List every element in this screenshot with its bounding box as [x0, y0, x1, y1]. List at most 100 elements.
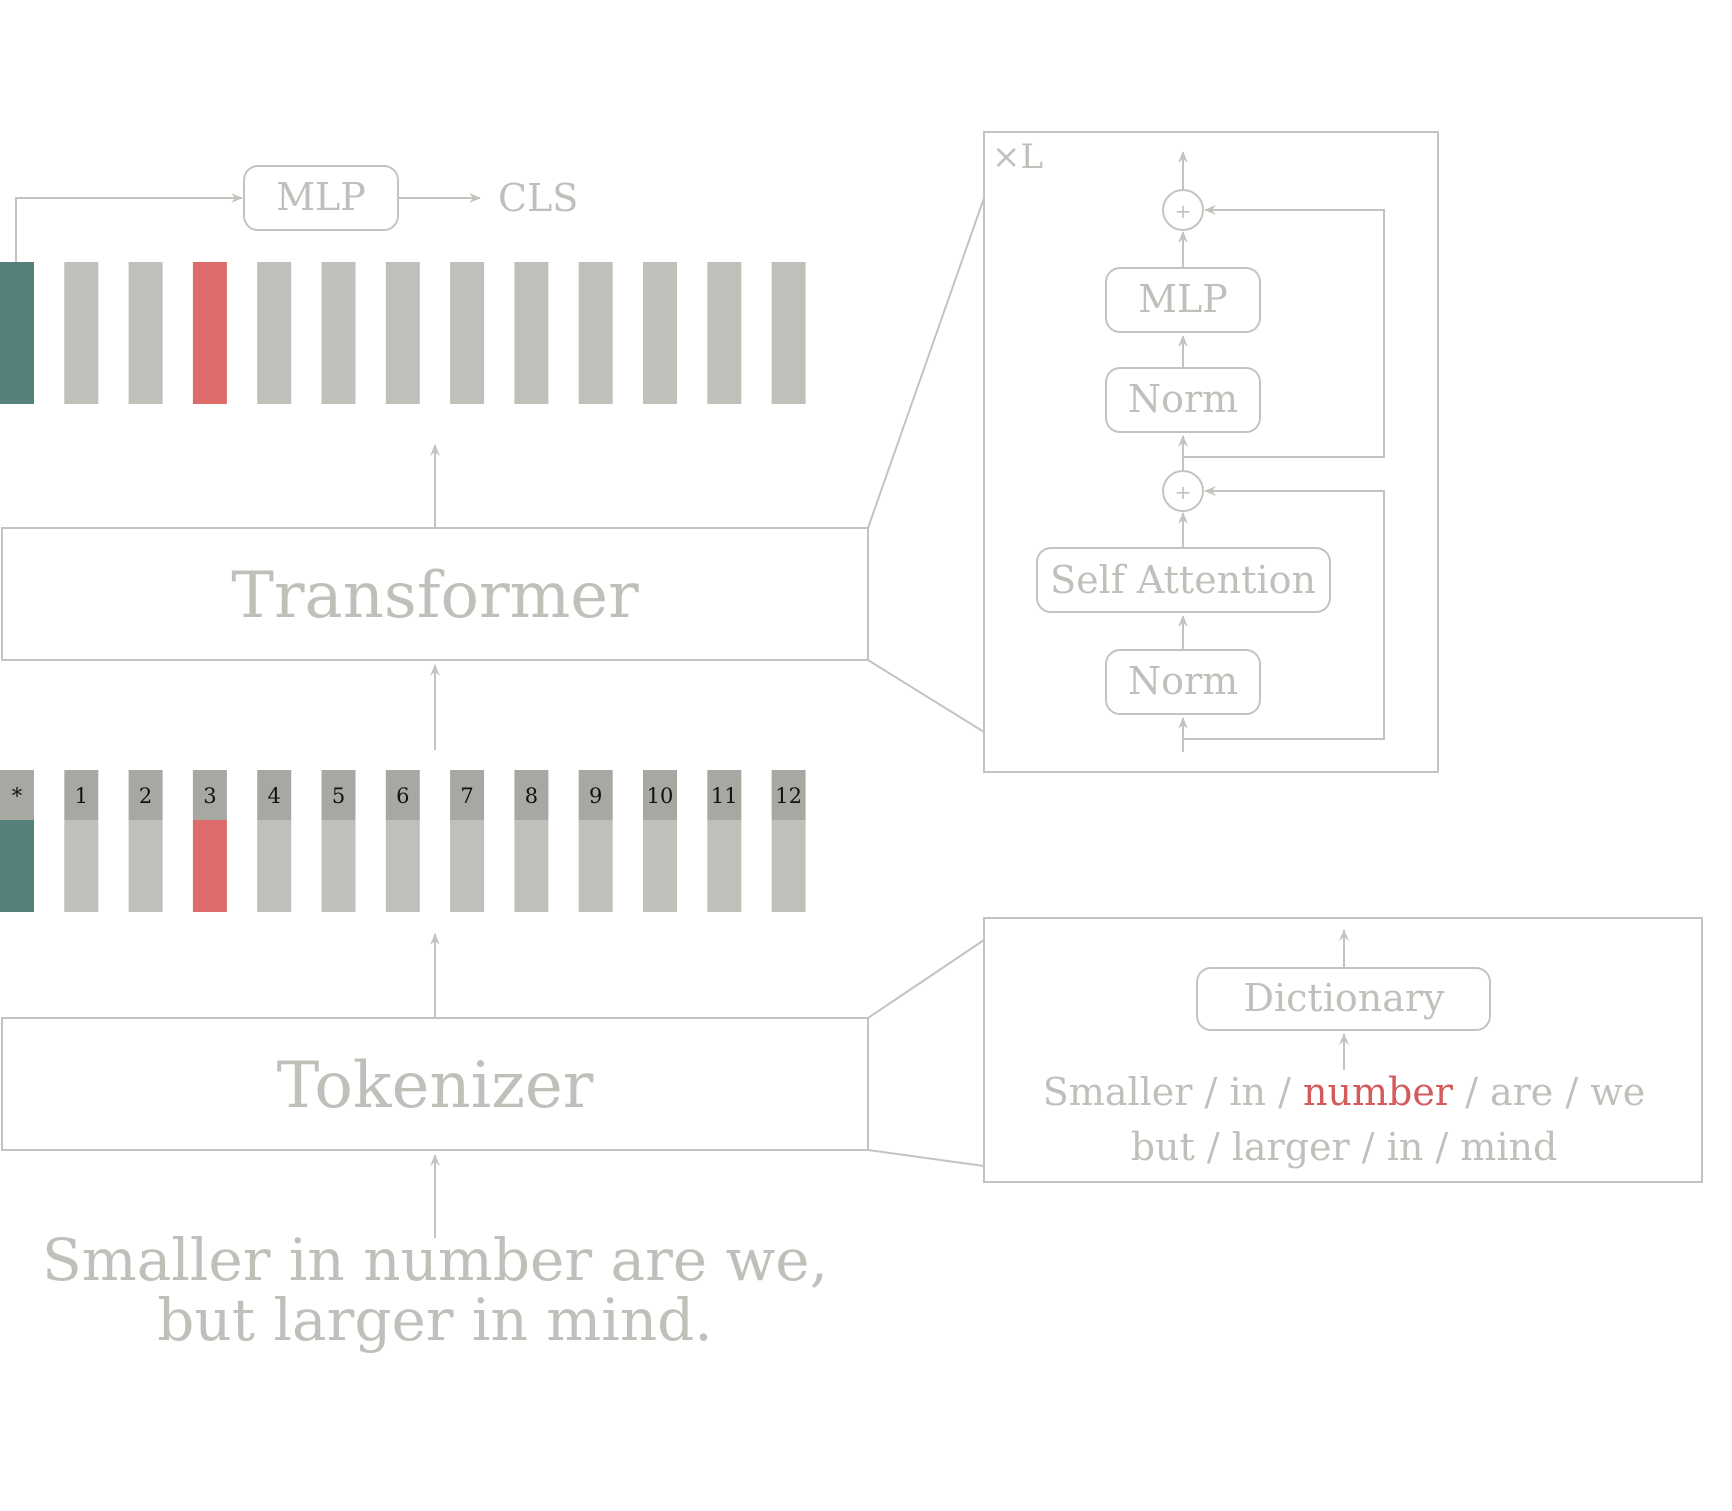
output-token-bar-8 — [514, 262, 549, 404]
token-separator: / — [1553, 1070, 1590, 1114]
output-token-bar-10 — [643, 262, 677, 404]
input-token-bar-11 — [707, 820, 742, 912]
split-word: larger — [1232, 1125, 1351, 1169]
input-token-bar-4 — [257, 820, 292, 912]
token-separator: / — [1423, 1125, 1460, 1169]
plus-symbol: + — [1175, 480, 1192, 504]
input-sentence-line1: Smaller in number are we, — [42, 1226, 828, 1294]
tokenizer-label: Tokenizer — [277, 1049, 594, 1123]
transformer-block: Transformer — [1, 527, 869, 661]
zoom-connector-transformer-bottom — [867, 659, 985, 733]
position-cell-11 — [707, 770, 742, 820]
dictionary-label: Dictionary — [1244, 976, 1445, 1020]
token-separator: / — [1195, 1125, 1232, 1169]
tokenizer-detail-panel: Dictionary Smaller / in / number / are /… — [983, 917, 1703, 1183]
position-label-4: 4 — [268, 784, 281, 808]
highlighted-word: number — [1303, 1070, 1454, 1114]
input-token-bar-6 — [385, 820, 420, 912]
position-label-11: 11 — [711, 784, 738, 808]
split-word: in — [1229, 1070, 1266, 1114]
split-word: mind — [1460, 1125, 1557, 1169]
transformer-label: Transformer — [231, 559, 639, 633]
input-sentence-line2: but larger in mind. — [157, 1286, 713, 1354]
split-words-line2: but / larger / in / mind — [1131, 1125, 1558, 1169]
output-token-bar-3 — [192, 262, 227, 404]
position-label-10: 10 — [647, 784, 674, 808]
position-cell-6 — [385, 770, 420, 820]
transformer-box — [1, 527, 869, 661]
split-word: in — [1387, 1125, 1424, 1169]
position-label-0: * — [12, 784, 23, 808]
norm-label-2: Norm — [1128, 377, 1238, 421]
input-token-bar-8 — [514, 820, 549, 912]
output-token-bar-9 — [578, 262, 613, 404]
output-token-bar-1 — [64, 262, 99, 404]
token-separator: / — [1192, 1070, 1229, 1114]
position-label-8: 8 — [525, 784, 538, 808]
token-separator: / — [1350, 1125, 1387, 1169]
residual-connection-2 — [1183, 205, 1385, 458]
position-label-12: 12 — [775, 784, 802, 808]
output-token-row — [0, 262, 806, 404]
position-cell-4 — [257, 770, 292, 820]
zoom-connector-tokenizer-bottom — [867, 1149, 985, 1167]
token-separator: / — [1453, 1070, 1490, 1114]
cls-output-label: CLS — [498, 176, 578, 220]
input-token-bar-3 — [192, 820, 227, 912]
position-label-7: 7 — [460, 784, 473, 808]
output-token-bar-12 — [771, 262, 806, 404]
repeat-label: ×L — [992, 137, 1043, 177]
input-token-bar-1 — [64, 820, 99, 912]
position-cell-12 — [771, 770, 806, 820]
split-word: we — [1590, 1070, 1645, 1114]
position-cell-10 — [643, 770, 677, 820]
output-token-bar-5 — [321, 262, 356, 404]
transformer-detail-panel: ×L Norm Self Attention + Norm MLP + — [983, 131, 1439, 773]
cls-to-mlp-arrow — [15, 193, 243, 262]
tokenizer-box — [1, 1017, 869, 1151]
tokenizer-block: Tokenizer — [1, 1017, 869, 1151]
zoom-connector-transformer-top — [867, 197, 985, 529]
split-word: Smaller — [1043, 1070, 1194, 1114]
output-token-bar-7 — [450, 262, 485, 404]
output-token-bar-0 — [0, 262, 34, 404]
position-cell-9 — [578, 770, 613, 820]
input-token-bar-7 — [450, 820, 485, 912]
position-cell-8 — [514, 770, 549, 820]
position-cell-5 — [321, 770, 356, 820]
plus-circle-icon: + — [1162, 470, 1204, 512]
token-separator: / — [1266, 1070, 1303, 1114]
output-token-bar-6 — [385, 262, 420, 404]
position-label-2: 2 — [139, 784, 152, 808]
plus-circle-icon: + — [1162, 189, 1204, 231]
split-word: are — [1490, 1070, 1553, 1114]
split-words-line1: Smaller / in / number / are / we — [1043, 1070, 1646, 1114]
input-token-bar-12 — [771, 820, 806, 912]
top-mlp-label: MLP — [276, 175, 366, 219]
residual-connection-1 — [1183, 486, 1385, 740]
detail-mlp-label: MLP — [1138, 277, 1228, 321]
position-cell-3 — [192, 770, 227, 820]
plus-symbol: + — [1175, 199, 1192, 223]
cls-head: MLP CLS — [15, 165, 578, 262]
zoom-connector-tokenizer-top — [867, 939, 985, 1019]
split-word: but — [1131, 1125, 1195, 1169]
position-cell-1 — [64, 770, 99, 820]
position-label-1: 1 — [75, 784, 88, 808]
position-cell-0 — [0, 770, 34, 820]
input-sentence: Smaller in number are we, but larger in … — [42, 1226, 828, 1354]
input-token-bar-2 — [128, 820, 163, 912]
position-cell-2 — [128, 770, 163, 820]
position-label-5: 5 — [332, 784, 345, 808]
position-cell-7 — [450, 770, 485, 820]
output-token-bar-2 — [128, 262, 163, 404]
input-token-bar-0 — [0, 820, 34, 912]
output-token-bar-4 — [257, 262, 292, 404]
input-token-bar-10 — [643, 820, 677, 912]
input-token-bar-9 — [578, 820, 613, 912]
position-label-3: 3 — [203, 784, 216, 808]
position-label-9: 9 — [589, 784, 602, 808]
